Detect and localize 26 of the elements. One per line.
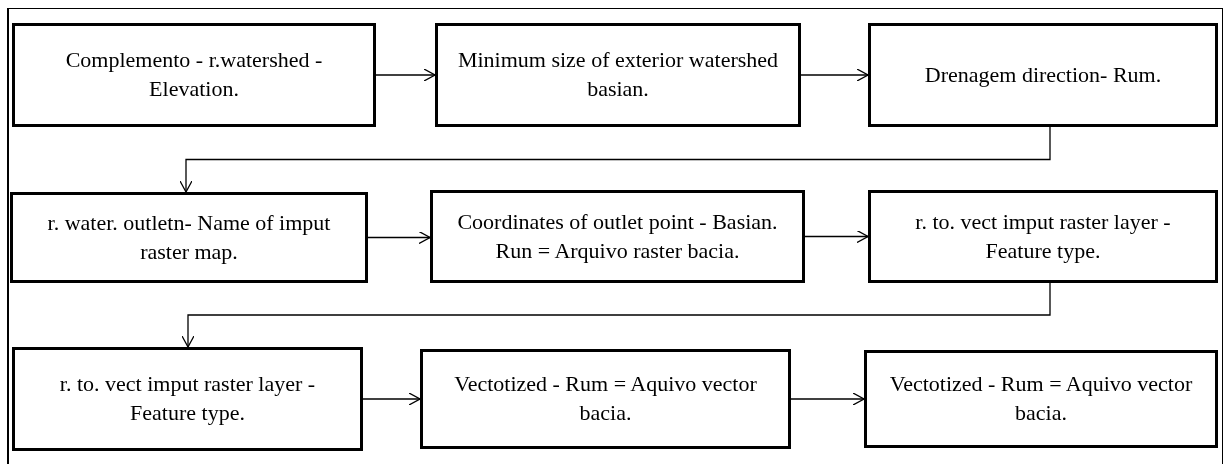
process-box <box>10 192 368 283</box>
arrow <box>375 68 436 82</box>
arrow <box>179 126 1051 193</box>
arrow <box>804 229 869 244</box>
step-text: r. to. vect imput raster layer - Feature type. <box>58 370 317 427</box>
step-text: Vectotized - Rum = Aquivo vector bacia. <box>453 370 758 427</box>
process-box <box>868 190 1218 283</box>
arrow <box>367 230 431 245</box>
arrow <box>790 392 865 406</box>
process-box <box>12 347 363 451</box>
step-text: r. to. vect imput raster layer - Feature type. <box>914 207 1172 265</box>
step-text: r. water. outletn- Name of imput raster map. <box>46 208 332 266</box>
step-text: Complemento - r.watershed - Elevation. <box>64 46 324 103</box>
step-text: Drenagem direction- Rum. <box>924 60 1162 89</box>
arrow <box>362 392 421 406</box>
step-text: Coordinates of outlet point - Basian. Run = Arquivo raster bacia. <box>456 207 779 265</box>
process-box <box>12 23 376 127</box>
step-text: Vectotized - Rum = Aquivo vector bacia. <box>888 370 1194 427</box>
process-box <box>430 190 805 283</box>
arrow <box>181 282 1051 348</box>
process-box <box>864 350 1218 448</box>
process-box <box>435 23 801 127</box>
process-box <box>868 23 1218 127</box>
step-text: Minimum size of exterior watershed basian. <box>456 46 780 103</box>
arrow <box>800 68 869 82</box>
process-box <box>420 349 791 449</box>
